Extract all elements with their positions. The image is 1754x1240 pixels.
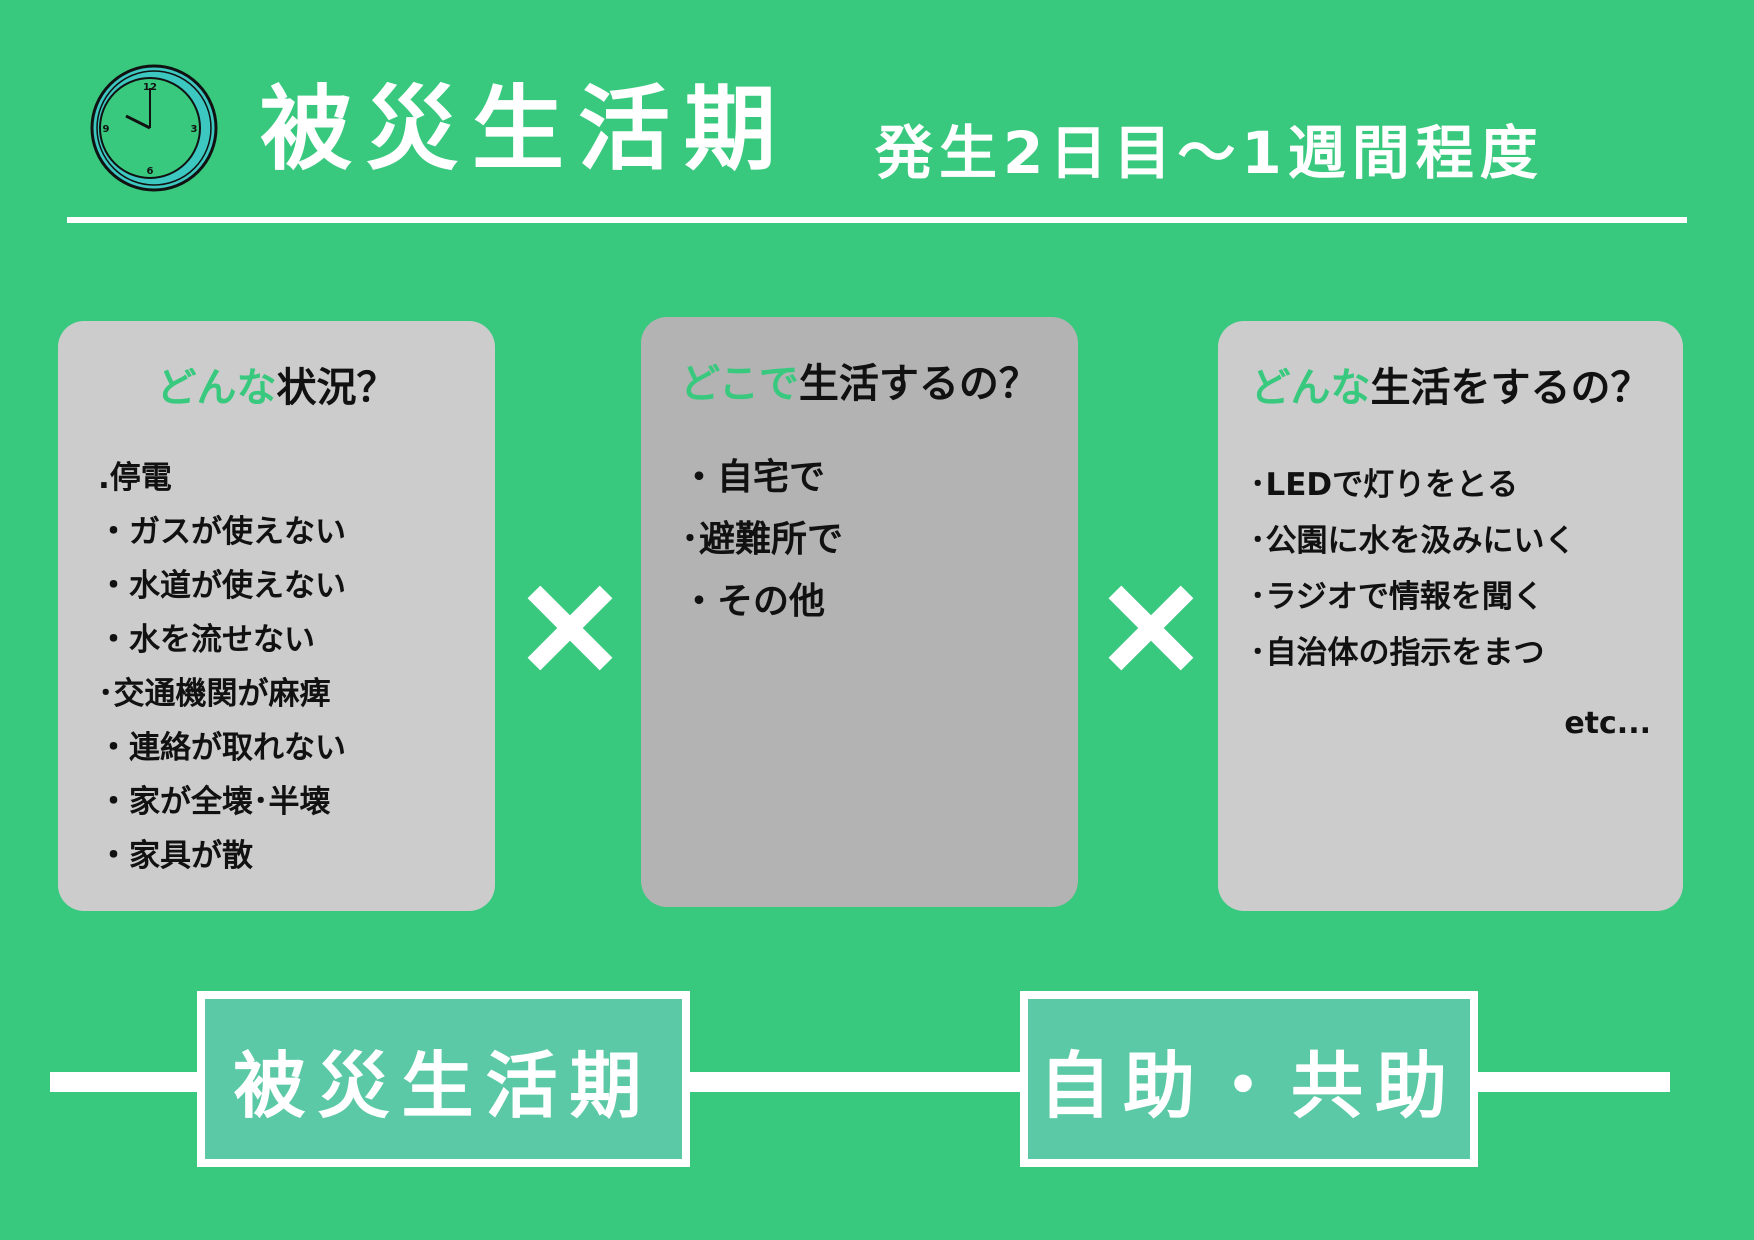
title-rest: 生活するの？ [798, 361, 1039, 407]
clock-12: 12 [143, 82, 157, 93]
list-item: ・家が全壊･半壊 [98, 784, 331, 820]
situation-card: どんな状況？ .停電 ・ガスが使えない ・水道が使えない ・水を流せない ･交通… [58, 321, 495, 911]
list-item: ･公園に水を汲みにいく [1250, 523, 1576, 559]
multiply-icon [526, 585, 612, 671]
clock-9: 9 [103, 124, 110, 135]
title-rest: 生活をするの？ [1370, 365, 1651, 411]
title-highlight: どんな [156, 365, 277, 411]
card-title: どこで生活するの？ [641, 317, 1078, 409]
location-card: どこで生活するの？ ・自宅で ･避難所で ・その他 [641, 317, 1078, 907]
card-title: どんな生活をするの？ [1218, 321, 1683, 413]
title-highlight: どんな [1250, 365, 1371, 411]
list-item: .停電 [98, 460, 172, 496]
list-item: ･自治体の指示をまつ [1250, 635, 1545, 671]
title-rest: 状況？ [276, 365, 397, 411]
card-title: どんな状況？ [58, 321, 495, 413]
clock-6: 6 [147, 166, 154, 177]
lifestyle-card: どんな生活をするの？ ･LEDで灯りをとる ･公園に水を汲みにいく ･ラジオで情… [1218, 321, 1683, 911]
list-item: ・家具が散 [98, 838, 253, 874]
support-box: 自助・共助 [1020, 991, 1478, 1167]
list-item: ・水を流せない [98, 622, 315, 658]
list-item: ･交通機関が麻痺 [98, 676, 331, 712]
list-item: ･避難所で [681, 519, 844, 560]
clock-3: 3 [191, 124, 198, 135]
list-item: ･ラジオで情報を聞く [1250, 579, 1544, 615]
clock-icon: 12 3 6 9 [90, 64, 218, 192]
list-item: ･LEDで灯りをとる [1250, 467, 1519, 503]
list-item: ・その他 [681, 581, 826, 622]
list-item: ・連絡が取れない [98, 730, 346, 766]
divider [67, 217, 1687, 223]
page-subtitle: 発生2日目～1週間程度 [875, 119, 1544, 187]
list-item: ・ガスが使えない [98, 514, 346, 550]
page-title: 被災生活期 [260, 76, 791, 183]
title-highlight: どこで [680, 361, 799, 407]
etc-label: etc... [1564, 706, 1651, 741]
phase-box: 被災生活期 [197, 991, 690, 1167]
multiply-icon [1107, 585, 1193, 671]
list-item: ・水道が使えない [98, 568, 346, 604]
list-item: ・自宅で [681, 457, 826, 498]
